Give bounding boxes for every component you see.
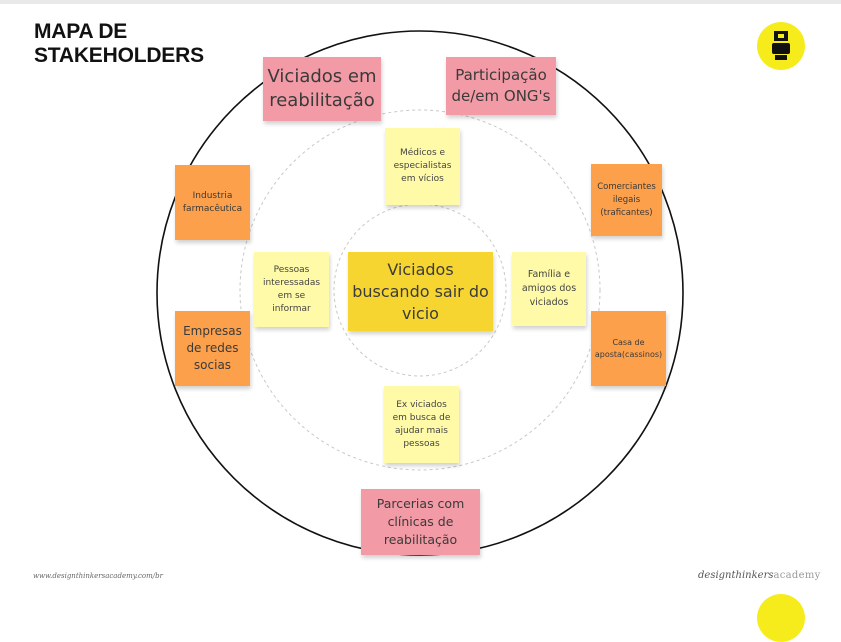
note-industria-farmaceutica: Industria farmacêutica [175,165,250,240]
note-empresas-redes-sociais: Empresas de redes socias [175,311,250,386]
note-participacao-ong: Participação de/em ONG's [446,57,556,115]
page-title: MAPA DE STAKEHOLDERS [34,20,204,68]
academy-logo-bottom-icon [757,594,805,642]
title-line-1: MAPA DE [34,20,128,43]
note-comerciantes-ilegais: Comerciantes ilegais (traficantes) [591,164,662,236]
footer-url[interactable]: www.designthinkersacademy.com/br [33,572,163,580]
outer-ring [156,30,684,556]
note-ex-viciados: Ex viciados em busca de ajudar mais pess… [384,386,459,463]
note-pessoas-interessadas: Pessoas interessadas em se informar [254,252,329,327]
note-viciados-reabilitacao: Viciados em reabilitação [263,57,381,121]
middle-ring [239,109,601,471]
title-line-2: STAKEHOLDERS [34,44,204,67]
brand-wordmark: designthinkersacademy [698,570,821,581]
note-center-viciados: Viciados buscando sair do vicio [348,252,493,331]
academy-logo-icon [757,22,805,70]
top-border [0,0,841,4]
note-familia-amigos: Família e amigos dos viciados [512,252,586,326]
brand-part-1: designthinkers [698,570,774,581]
note-parcerias-clinicas: Parcerias com clínicas de reabilitação [361,489,480,555]
note-medicos-especialistas: Médicos e especialistas em vícios [385,128,460,205]
brand-part-2: academy [773,570,821,581]
note-casa-de-aposta: Casa de aposta(cassinos) [591,311,666,386]
